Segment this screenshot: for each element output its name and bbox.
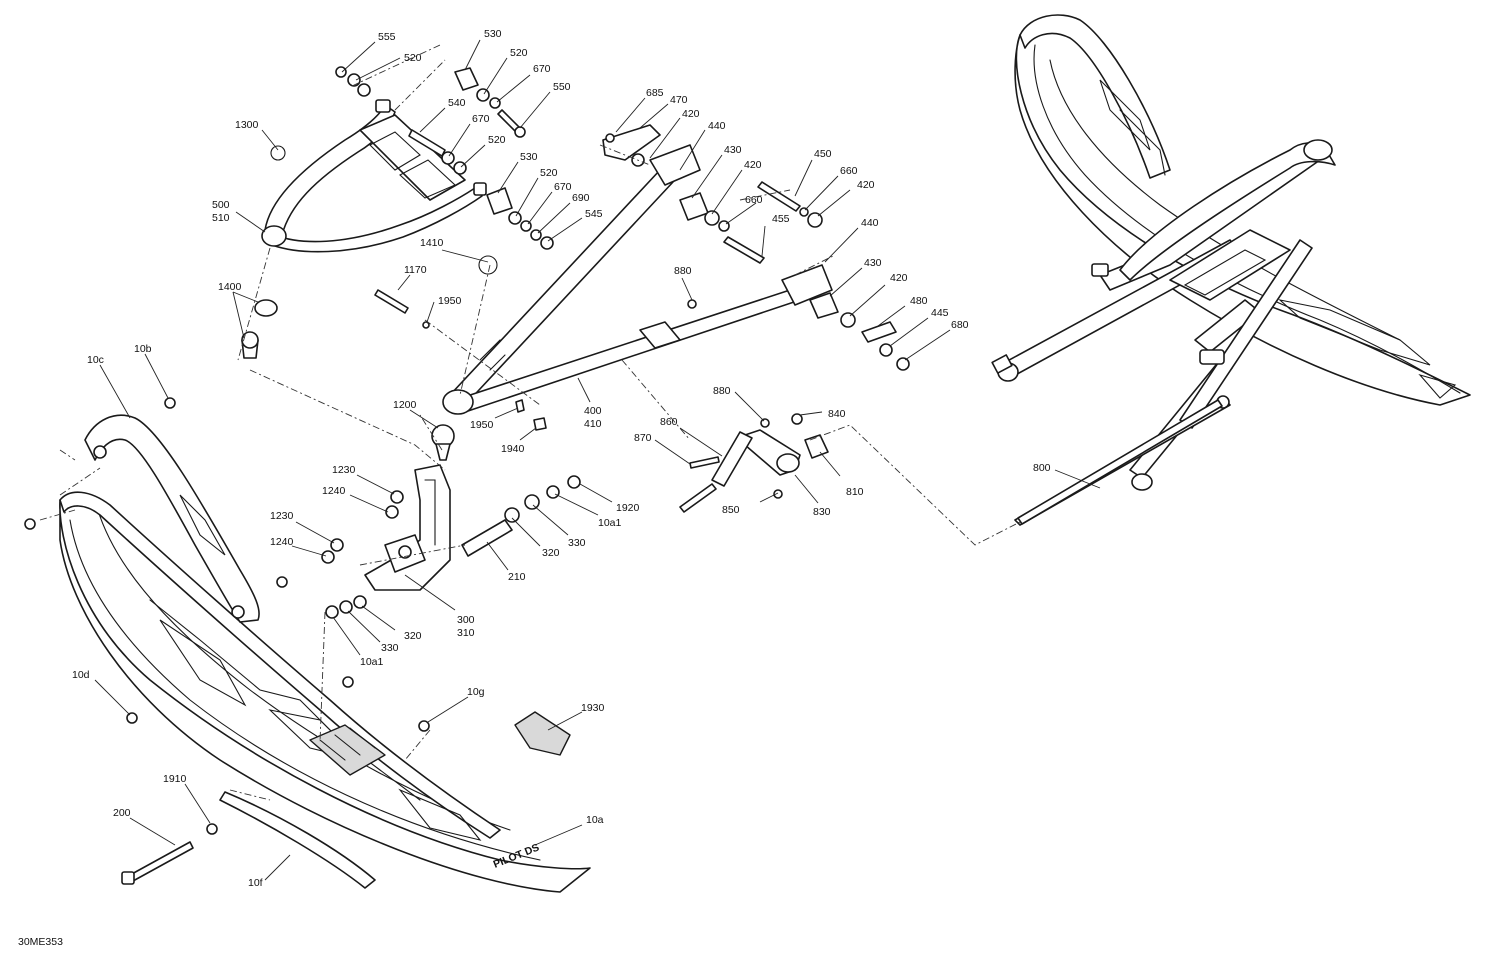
label-420: 420 <box>744 159 762 171</box>
label-10a: 10a <box>586 814 604 826</box>
label-10b: 10b <box>134 343 152 355</box>
label-520: 520 <box>510 47 528 59</box>
label-445: 445 <box>931 307 949 319</box>
label-1400: 1400 <box>218 281 242 293</box>
label-210: 210 <box>508 571 526 583</box>
label-320: 320 <box>404 630 422 642</box>
skid-pad-1930 <box>514 711 571 756</box>
label-310: 310 <box>457 627 475 639</box>
label-300: 300 <box>457 614 475 626</box>
label-660: 660 <box>840 165 858 177</box>
label-1950: 1950 <box>438 295 462 307</box>
bushing-810 <box>804 434 829 459</box>
label-320: 320 <box>542 547 560 559</box>
label-690: 690 <box>572 192 590 204</box>
label-520: 520 <box>488 134 506 146</box>
spindle <box>364 464 451 591</box>
label-1200: 1200 <box>393 399 417 411</box>
hardware <box>24 66 910 732</box>
label-450: 450 <box>814 148 832 160</box>
label-660: 660 <box>745 194 763 206</box>
label-840: 840 <box>828 408 846 420</box>
label-1920: 1920 <box>616 502 640 514</box>
label-555: 555 <box>378 31 396 43</box>
label-330: 330 <box>568 537 586 549</box>
label-10g: 10g <box>467 686 485 698</box>
lower-a-arm <box>442 144 833 415</box>
diagram-reference-code: 30ME353 <box>18 936 63 948</box>
label-830: 830 <box>813 506 831 518</box>
label-500: 500 <box>212 199 230 211</box>
label-685: 685 <box>646 87 664 99</box>
label-670: 670 <box>472 113 490 125</box>
bolt-200 <box>121 841 194 885</box>
label-850: 850 <box>722 504 740 516</box>
label-430: 430 <box>724 144 742 156</box>
label-670: 670 <box>554 181 572 193</box>
label-1930: 1930 <box>581 702 605 714</box>
wear-bar <box>219 791 376 889</box>
label-470: 470 <box>670 94 688 106</box>
label-400: 400 <box>584 405 602 417</box>
label-10f: 10f <box>248 877 263 889</box>
label-420: 420 <box>857 179 875 191</box>
label-455: 455 <box>772 213 790 225</box>
label-1170: 1170 <box>404 264 427 276</box>
label-200: 200 <box>113 807 131 819</box>
label-1910: 1910 <box>163 773 187 785</box>
label-530: 530 <box>484 28 502 40</box>
label-440: 440 <box>861 217 879 229</box>
label-860: 860 <box>660 416 678 428</box>
part-labels: 555 520 530 520 670 550 540 670 520 1300… <box>72 28 1051 889</box>
label-520: 520 <box>540 167 558 179</box>
label-545: 545 <box>585 208 603 220</box>
label-1240: 1240 <box>322 485 346 497</box>
ball-joint-1200 <box>431 424 455 461</box>
label-550: 550 <box>553 81 571 93</box>
label-420: 420 <box>890 272 908 284</box>
rod-800 <box>1017 399 1223 525</box>
assembled-ski-view <box>991 14 1471 526</box>
label-410: 410 <box>584 418 602 430</box>
label-440: 440 <box>708 120 726 132</box>
label-1300: 1300 <box>235 119 259 131</box>
label-540: 540 <box>448 97 466 109</box>
label-10a1: 10a1 <box>598 517 622 529</box>
steering-arm-830 <box>744 429 801 476</box>
upper-a-arm <box>261 99 487 253</box>
label-10a1: 10a1 <box>360 656 384 668</box>
leader-lines <box>94 39 1101 881</box>
label-330: 330 <box>381 642 399 654</box>
label-480: 480 <box>910 295 928 307</box>
shaft-210 <box>461 519 513 557</box>
washer-1910 <box>206 823 218 835</box>
label-670: 670 <box>533 63 551 75</box>
label-420: 420 <box>682 108 700 120</box>
label-10d: 10d <box>72 669 90 681</box>
label-1230: 1230 <box>270 510 294 522</box>
label-1240: 1240 <box>270 536 294 548</box>
label-520: 520 <box>404 52 422 64</box>
ball-joint-1400 <box>241 299 278 359</box>
label-880: 880 <box>674 265 692 277</box>
label-810: 810 <box>846 486 864 498</box>
label-10c: 10c <box>87 354 104 366</box>
assembly-lines <box>39 44 1021 801</box>
ski-handle <box>84 414 260 623</box>
label-1950: 1950 <box>470 419 494 431</box>
label-1940: 1940 <box>501 443 525 455</box>
label-880: 880 <box>713 385 731 397</box>
label-1230: 1230 <box>332 464 356 476</box>
link-860 <box>711 431 753 487</box>
label-800: 800 <box>1033 462 1051 474</box>
label-680: 680 <box>951 319 969 331</box>
label-530: 530 <box>520 151 538 163</box>
label-430: 430 <box>864 257 882 269</box>
label-870: 870 <box>634 432 652 444</box>
label-1410: 1410 <box>420 237 444 249</box>
label-510: 510 <box>212 212 230 224</box>
